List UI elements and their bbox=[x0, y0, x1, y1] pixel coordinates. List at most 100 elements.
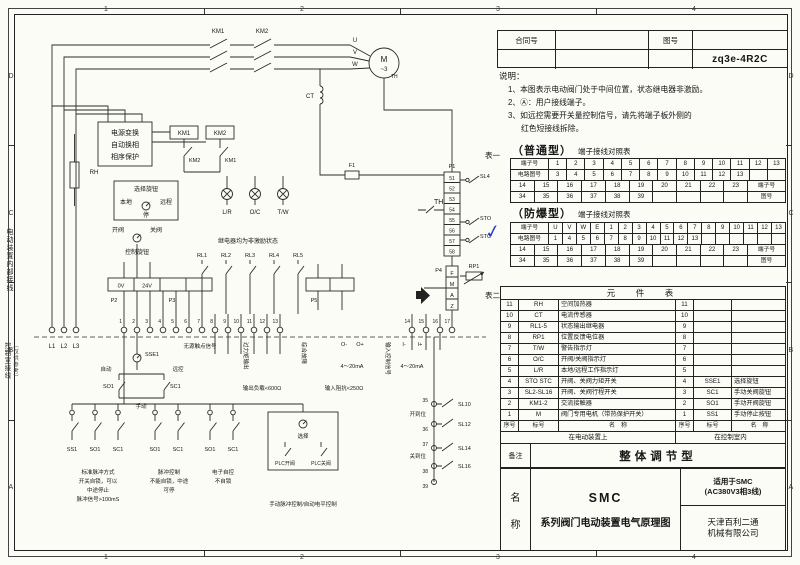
circuit-cell: 11 bbox=[694, 170, 714, 181]
label-power-box-3: 相序保护 bbox=[111, 152, 139, 161]
selector-knob-symbol bbox=[141, 201, 151, 211]
tag-cell bbox=[694, 300, 732, 311]
component-row: 11 RH 空间加热器 11 bbox=[501, 300, 786, 311]
zone-tick bbox=[8, 420, 14, 421]
terminal-cell: E bbox=[590, 223, 605, 234]
name-cell: 状态输出继电器 bbox=[559, 322, 676, 333]
label-fault: 综合故障 bbox=[300, 342, 308, 365]
name-cell: 开阀、关阀行程开关 bbox=[559, 388, 676, 399]
label-sl14: SL14 bbox=[458, 446, 471, 452]
seq-cell: 8 bbox=[501, 333, 519, 344]
label-stop: 停 bbox=[143, 211, 149, 219]
circuit-cell: 11 bbox=[660, 234, 675, 245]
label-rh: RH bbox=[90, 170, 99, 176]
terminal-cell: V bbox=[562, 223, 577, 234]
circuit-cell: 34 bbox=[511, 256, 535, 267]
tag-cell bbox=[694, 333, 732, 344]
ordinary-type-title: （普通型） bbox=[512, 145, 572, 157]
label-rl5: RL5 bbox=[293, 253, 303, 259]
plc-box: 选择 PLC开阀 PLC关阀 bbox=[267, 411, 339, 471]
tag-cell: CT bbox=[519, 311, 559, 322]
label-selector-title: 选择旋钮 bbox=[134, 185, 158, 193]
zone-tick bbox=[596, 8, 597, 14]
product-name-cell: SMC 系列阀门电动装置电气原理图 bbox=[531, 469, 681, 550]
circuit-cell bbox=[758, 234, 772, 245]
circuit-cell: 34 bbox=[511, 192, 535, 203]
name-cell: 交流接触器 bbox=[559, 399, 676, 410]
label-open-position: 开到位 bbox=[409, 410, 426, 418]
terminal-cell: 13 bbox=[772, 223, 786, 234]
tag-cell: L/R bbox=[519, 366, 559, 377]
terminal-number: 5 bbox=[171, 319, 174, 325]
drawing-number: zq3e-4R2C bbox=[712, 54, 768, 65]
label-0v: 0V bbox=[118, 284, 125, 290]
component-row: 8 RP1 位置反馈电位器 8 bbox=[501, 333, 786, 344]
row-label: 电路图号 bbox=[511, 234, 549, 245]
label-rl3: RL3 bbox=[245, 253, 255, 259]
zone-number: 1 bbox=[104, 554, 108, 561]
terminal-row: 1 2 3 4 5 6 7 8 9 10 11 12 13 14 15 16 1… bbox=[34, 291, 486, 350]
label-sl12: SL12 bbox=[458, 422, 471, 428]
seq-cell: 7 bbox=[501, 344, 519, 355]
speaker-symbol bbox=[416, 287, 446, 304]
wire-number: 38 bbox=[422, 469, 428, 475]
note-line: 3、如远控需要开关量控制信号，请先将端子板外侧的 bbox=[508, 111, 692, 120]
zone-tick bbox=[8, 282, 14, 283]
circuit-cell: 8 bbox=[618, 234, 633, 245]
notes-block: 说明： 1、本图表示电动阀门处于中间位置，状态继电器非激励。 2、Ⓐ：用户接线端… bbox=[499, 70, 788, 135]
tag-cell: M bbox=[519, 410, 559, 421]
label-motor: M bbox=[381, 55, 388, 64]
terminal-cell: 17 bbox=[582, 181, 606, 192]
drawing-header-table: 合同号 图号 zq3e-4R2C bbox=[497, 30, 788, 69]
label-th: TH bbox=[434, 199, 443, 206]
circuit-cell bbox=[676, 192, 701, 203]
tag-cell: SO1 bbox=[694, 399, 732, 410]
circuit-cell: 12 bbox=[713, 170, 732, 181]
seq-cell: 4 bbox=[501, 377, 519, 388]
label-ss1: SS1 bbox=[67, 447, 77, 453]
label-sto: STO bbox=[480, 216, 492, 222]
caption-plc-mode: 手动脉冲控制/自动电平控制 bbox=[269, 500, 337, 508]
name-label-char: 名 bbox=[510, 492, 521, 504]
company-box: 天津百利二通 机械有限公司 bbox=[681, 506, 785, 550]
name-cell bbox=[732, 300, 786, 311]
terminal-number: 8 bbox=[210, 319, 213, 325]
name-cell: 选择旋钮 bbox=[732, 377, 786, 388]
terminal-cell: 19 bbox=[629, 245, 654, 256]
label-p4: P4 bbox=[435, 268, 442, 274]
circuit-cell: 5 bbox=[585, 170, 604, 181]
caption-pulse-1: 脉冲控制 bbox=[158, 468, 181, 476]
tag-cell bbox=[694, 366, 732, 377]
lamp-oc-symbol bbox=[249, 188, 261, 200]
seq-cell: 6 bbox=[501, 355, 519, 366]
label-so1-g1: SO1 bbox=[89, 447, 100, 453]
label-power-box-1: 电源变换 bbox=[111, 128, 139, 137]
tag-cell: T/W bbox=[519, 344, 559, 355]
margin-note-control-room-main: 控制室接线 bbox=[3, 342, 10, 380]
application-company-cell: 适用于SMC (AC380V3相3线) 天津百利二通 机械有限公司 bbox=[681, 469, 785, 550]
circuit-cell: 7 bbox=[604, 234, 619, 245]
terminal-number: 11 bbox=[247, 319, 252, 325]
label-km1-contacts: KM1 bbox=[212, 29, 225, 35]
label-rl4: RL4 bbox=[269, 253, 279, 259]
plc-select-knob bbox=[298, 419, 308, 429]
label-input-signal: 输入控制信号 bbox=[384, 342, 392, 376]
caption-standard-2: 开关自锁，可以 bbox=[79, 477, 118, 485]
terminal-cell: 7 bbox=[658, 159, 677, 170]
label-phase-w: W bbox=[352, 62, 358, 68]
col-header: 序号 bbox=[501, 421, 519, 432]
label-p3: P3 bbox=[169, 298, 176, 304]
name-label-cell: 名 称 bbox=[501, 469, 531, 550]
name-cell bbox=[732, 355, 786, 366]
zone-tick bbox=[786, 420, 792, 421]
label-passive-signal: 无源触点信号 bbox=[183, 342, 217, 350]
label-l1: L1 bbox=[49, 344, 56, 350]
label-remote2: 远控 bbox=[172, 365, 184, 373]
product-title: 系列阀门电动装置电气原理图 bbox=[540, 517, 671, 529]
selector-knob-box: 选择旋钮 本地 远程 停 bbox=[113, 180, 179, 221]
